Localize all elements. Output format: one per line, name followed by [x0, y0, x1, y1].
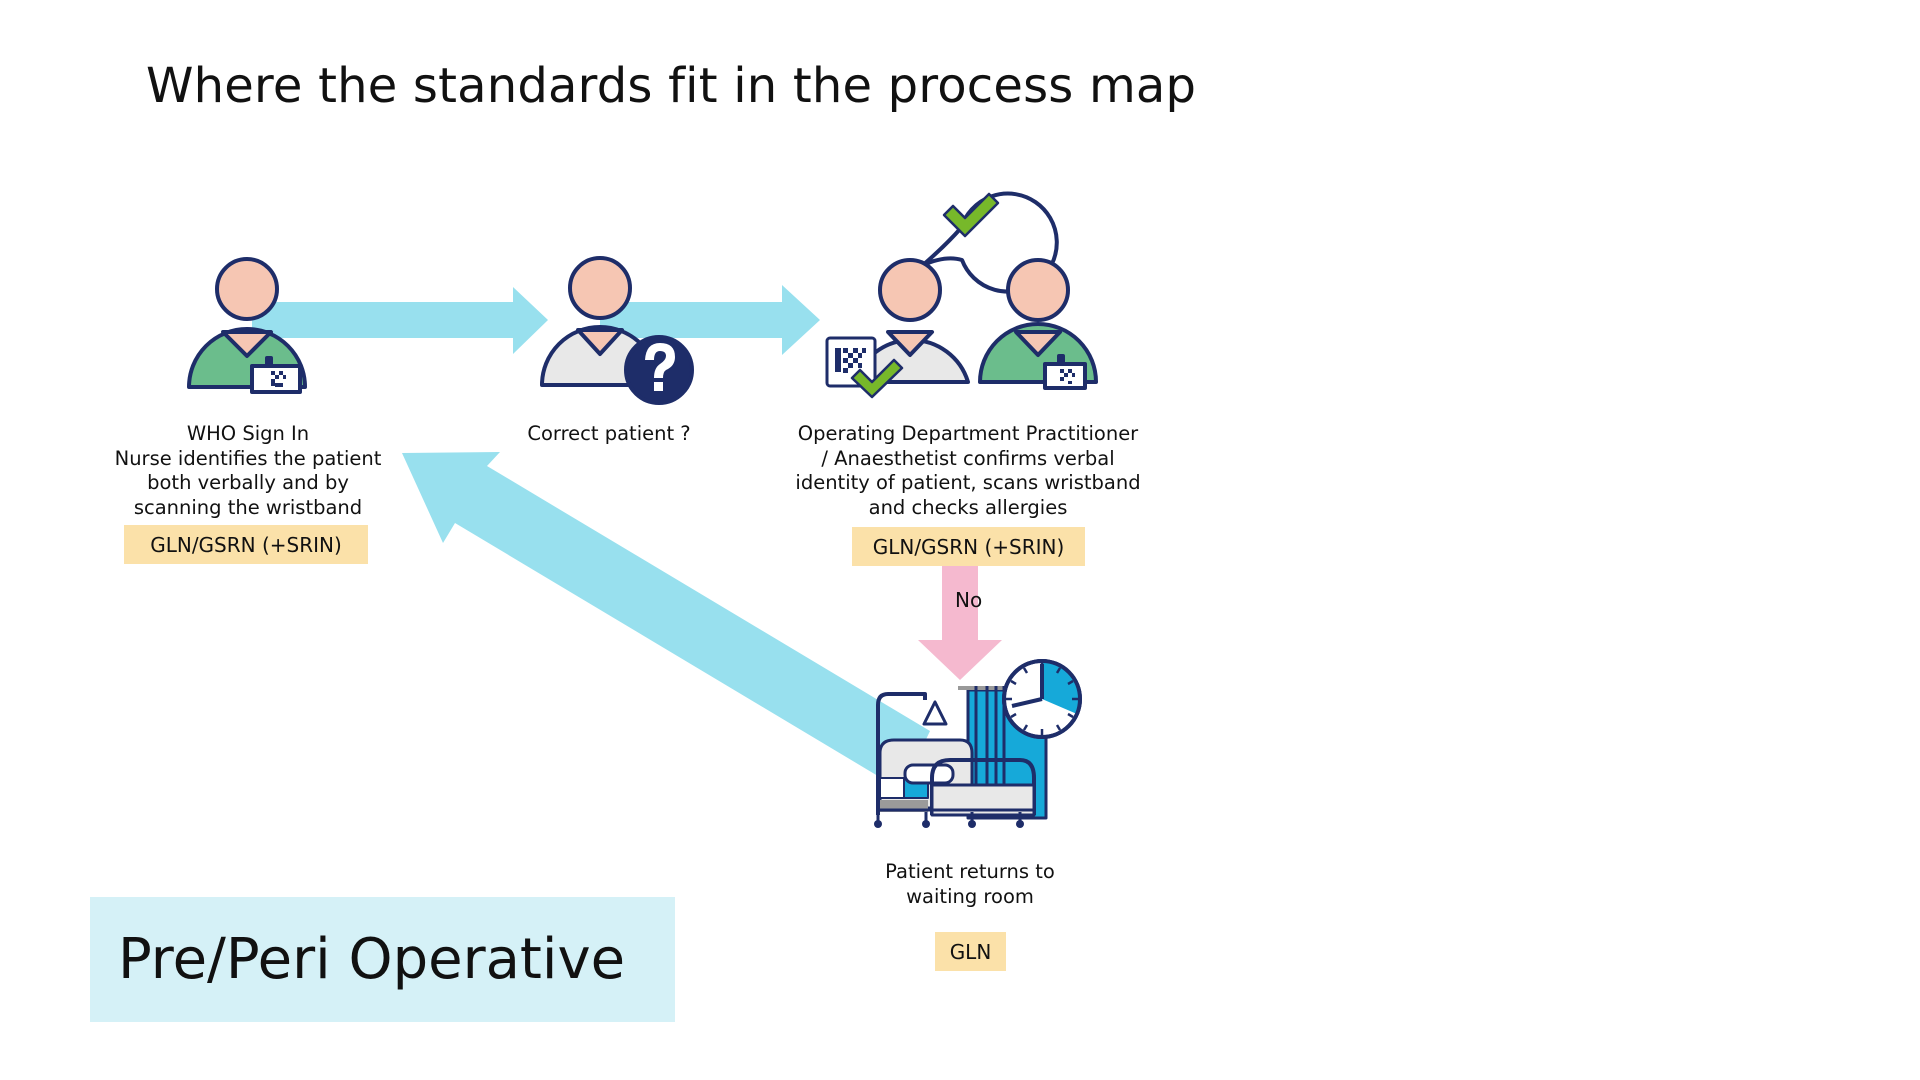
- waiting-room-bed-clock-icon: [874, 659, 1082, 828]
- step-caption-who-sign-in: WHO Sign In Nurse identifies the patient…: [114, 422, 382, 519]
- scan-checkmark-icon: [850, 358, 904, 399]
- return-arrow: [402, 452, 930, 788]
- flow-arrow-1: [252, 287, 548, 354]
- standard-badge-odp-confirms: GLN/GSRN (+SRIN): [852, 527, 1085, 566]
- phase-label-box: Pre/Peri Operative: [90, 897, 675, 1022]
- traction-handle-icon: [922, 700, 948, 726]
- standard-badge-who-sign-in: GLN/GSRN (+SRIN): [124, 525, 368, 564]
- patient-question-icon: [540, 256, 694, 405]
- standard-badge-returns-waiting-room: GLN: [935, 932, 1006, 971]
- checkmark-icon: [942, 192, 1000, 238]
- no-decision-label: No: [955, 588, 983, 612]
- phase-label: Pre/Peri Operative: [118, 927, 626, 992]
- staff-confirm-patient-icon: [825, 191, 1098, 399]
- step-caption-correct-patient: Correct patient ?: [527, 422, 691, 445]
- no-arrow: [918, 566, 1002, 680]
- pillow-icon: [903, 763, 955, 785]
- step-caption-odp-confirms: Operating Department Practitioner / Anae…: [795, 422, 1141, 519]
- nurse-with-id-badge-icon: [187, 257, 307, 394]
- step-caption-returns-waiting-room: Patient returns to waiting room: [885, 860, 1055, 908]
- clock-icon: [1002, 659, 1082, 739]
- slide-title: Where the standards fit in the process m…: [146, 58, 1197, 114]
- question-mark-icon: [645, 343, 675, 391]
